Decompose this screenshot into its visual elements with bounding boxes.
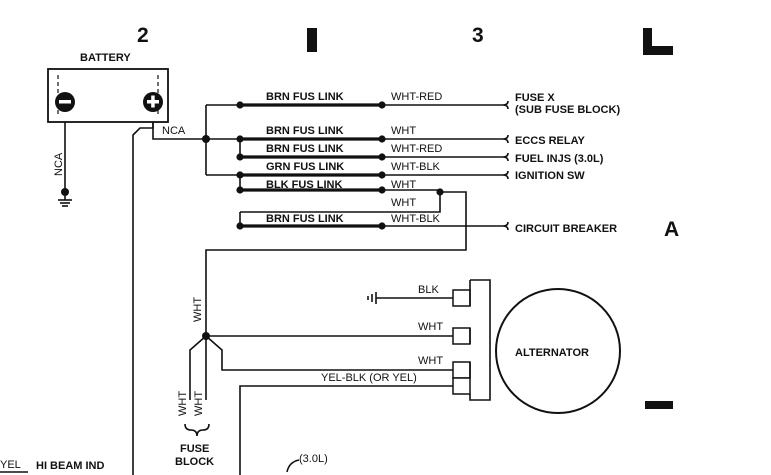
alternator-feed-wire xyxy=(205,191,467,336)
fus-link-wire-label: WHT-BLK xyxy=(391,161,441,173)
fuse-block-label-1: FUSE xyxy=(180,443,209,455)
alt-wire-label-wht: WHT xyxy=(418,321,443,333)
fuse-block-brace xyxy=(184,423,210,437)
fus-link-label: BLK FUS LINK xyxy=(266,179,342,191)
bottom-engine-label: (3.0L) xyxy=(299,453,328,465)
bus-return-wire xyxy=(240,192,441,213)
dest-sub-fuse-block: (SUB FUSE BLOCK) xyxy=(515,104,620,116)
grid-row-A: A xyxy=(664,218,679,241)
fus-link-wire-label: WHT xyxy=(391,179,416,191)
alt-wire-label-yel-blk: YEL-BLK (OR YEL) xyxy=(321,372,417,384)
battery-pos-wire-label: NCA xyxy=(162,125,186,137)
fuse-left-wire-label: WHT xyxy=(177,391,189,416)
fus-link-wire-label: WHT-RED xyxy=(391,143,442,155)
battery-nca-wire xyxy=(152,122,206,140)
battery-negative-terminal xyxy=(55,92,75,112)
dest-fuel-injs: FUEL INJS (3.0L) xyxy=(515,153,604,165)
alt-wire-label-blk: BLK xyxy=(418,284,439,296)
dest-ignition-sw: IGNITION SW xyxy=(515,170,585,182)
fuse-right-wire-label: WHT xyxy=(193,391,205,416)
dest-fuse-x: FUSE X xyxy=(515,92,555,104)
battery-ground-icon xyxy=(58,196,72,207)
bottom-engine-bracket xyxy=(286,459,300,473)
fus-link-row-6 xyxy=(236,222,503,230)
alternator-symbol xyxy=(495,288,621,414)
fus-link-label: BRN FUS LINK xyxy=(266,91,344,103)
fus-link-label: BRN FUS LINK xyxy=(266,125,344,137)
grid-col-2: 2 xyxy=(137,24,149,47)
alternator-ground-icon xyxy=(367,292,377,304)
grid-col-1-marker xyxy=(307,28,317,52)
fuse-right-wire xyxy=(205,335,453,371)
battery-positive-terminal xyxy=(143,92,163,112)
bottom-hi-beam-label: HI BEAM IND xyxy=(36,460,105,472)
fus-link-label: BRN FUS LINK xyxy=(266,143,344,155)
grid-col-L-marker xyxy=(643,28,673,55)
bottom-yel-label: YEL xyxy=(0,459,21,471)
fus-link-wire-label: WHT-BLK xyxy=(391,213,441,225)
vertical-wire-label: WHT xyxy=(192,297,204,322)
ground-splice-dot xyxy=(61,188,69,196)
fus-link-label: BRN FUS LINK xyxy=(266,213,344,225)
fus-link-label: GRN FUS LINK xyxy=(266,161,344,173)
alt-wire-label-wht-2: WHT xyxy=(418,355,443,367)
fus-link-row-3 xyxy=(236,153,503,161)
fus-link-row-1 xyxy=(236,101,503,109)
fuse-block-label-2: BLOCK xyxy=(175,456,214,468)
fus-link-wire-label: WHT xyxy=(391,125,416,137)
fus-link-wire-label-2: WHT xyxy=(391,197,416,209)
connector-arrows xyxy=(502,100,509,231)
dest-circuit-breaker: CIRCUIT BREAKER xyxy=(515,223,617,235)
alternator-yel-wire xyxy=(239,385,453,475)
fus-link-row-5 xyxy=(236,186,444,196)
fuse-left-wire xyxy=(189,335,207,400)
alternator-connector-block xyxy=(452,279,491,401)
dest-eccs-relay: ECCS RELAY xyxy=(515,135,586,147)
fus-link-row-2 xyxy=(236,135,503,143)
alternator-label: ALTERNATOR xyxy=(515,347,589,359)
battery-ground-wire-label: NCA xyxy=(53,152,65,176)
fus-link-wire-label: WHT-RED xyxy=(391,91,442,103)
fus-link-row-4 xyxy=(236,171,503,179)
battery-positive-lead xyxy=(132,122,154,475)
battery-label: BATTERY xyxy=(80,52,131,64)
grid-marker-dash xyxy=(645,401,673,409)
grid-col-3: 3 xyxy=(472,24,484,47)
